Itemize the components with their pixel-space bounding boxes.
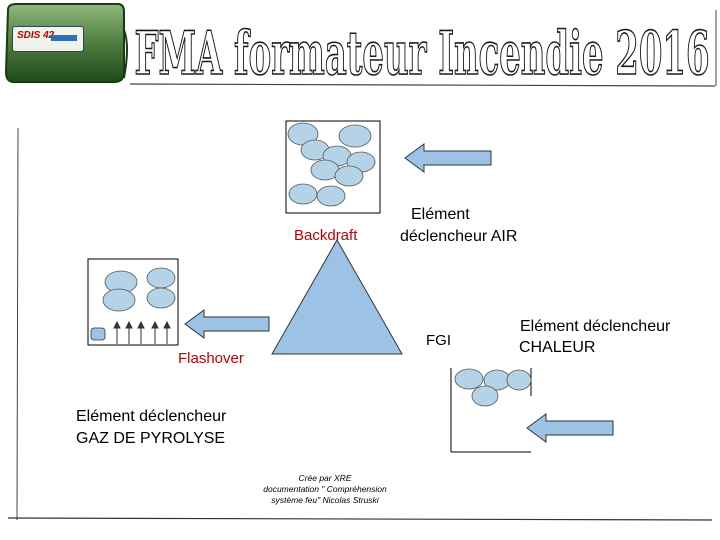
right-smoke-box <box>449 366 533 454</box>
fire-triangle <box>270 238 404 356</box>
fgi-label: FGI <box>426 332 451 349</box>
gas-trigger-line2: GAZ DE PYROLYSE <box>76 430 225 448</box>
top-smoke-box <box>285 120 381 214</box>
left-smoke-box <box>87 258 179 346</box>
credit-note: Crée par XRE documentation " Compréhensi… <box>250 473 400 506</box>
air-trigger-line1: Elément <box>411 206 470 224</box>
heat-arrow-icon <box>526 412 614 444</box>
heat-trigger-line2: CHALEUR <box>519 339 595 357</box>
credit-line1: Crée par XRE <box>250 473 400 484</box>
credit-line3: système feu" Nicolas Struski <box>250 495 400 506</box>
credit-line2: documentation " Compréhension <box>250 484 400 495</box>
air-arrow-icon <box>404 142 492 174</box>
gas-trigger-line1: Elément déclencheur <box>76 408 226 426</box>
gas-arrow-icon <box>184 308 270 340</box>
flashover-label: Flashover <box>178 350 244 367</box>
heat-trigger-line1: Elément déclencheur <box>520 318 670 336</box>
air-trigger-line2: déclencheur AIR <box>400 228 517 246</box>
